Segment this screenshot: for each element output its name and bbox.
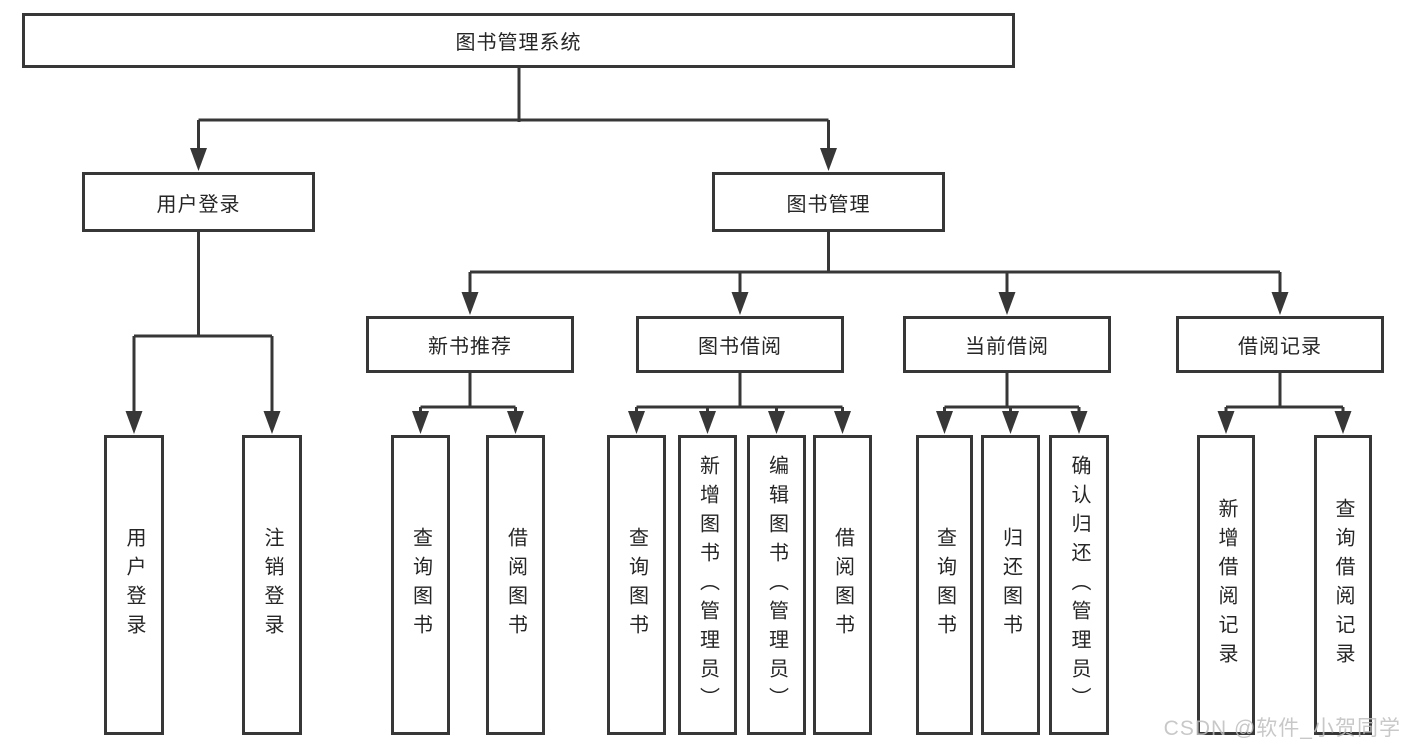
leaf-edit-books-admin: 编辑图书（管理员） — [747, 435, 806, 735]
node-borrowing-records: 借阅记录 — [1176, 316, 1384, 373]
leaf-query-books-2: 查询图书 — [607, 435, 666, 735]
leaf-query-borrow-record: 查询借阅记录 — [1314, 435, 1372, 735]
node-label: 当前借阅 — [965, 336, 1049, 358]
leaf-return-books: 归还图书 — [981, 435, 1040, 735]
leaf-user-login: 用户登录 — [104, 435, 164, 735]
node-label: 用户登录 — [156, 193, 241, 216]
leaf-label: 新增借阅记录 — [1215, 498, 1237, 672]
leaf-query-books-1: 查询图书 — [391, 435, 450, 735]
leaf-label: 注销登录 — [261, 527, 283, 643]
leaf-label: 查询图书 — [933, 527, 956, 643]
arrowheads — [125, 148, 1352, 434]
leaf-label: 新增图书（管理员） — [696, 454, 719, 716]
leaf-label: 查询图书 — [409, 527, 432, 643]
leaf-label: 借阅图书 — [831, 527, 854, 643]
node-current-borrowing: 当前借阅 — [903, 316, 1111, 373]
leaf-label: 用户登录 — [123, 527, 145, 643]
node-label: 借阅记录 — [1238, 336, 1322, 358]
node-label: 图书管理 — [786, 193, 871, 216]
node-label: 新书推荐 — [428, 336, 512, 358]
node-root-system: 图书管理系统 — [22, 13, 1015, 68]
leaf-label: 查询借阅记录 — [1332, 498, 1354, 672]
leaf-label: 确认归还（管理员） — [1068, 454, 1090, 716]
leaf-add-borrow-record: 新增借阅记录 — [1197, 435, 1255, 735]
leaf-label: 归还图书 — [999, 527, 1022, 643]
leaf-confirm-return-admin: 确认归还（管理员） — [1049, 435, 1109, 735]
leaf-label: 编辑图书（管理员） — [765, 454, 788, 716]
node-label: 图书管理系统 — [455, 32, 582, 54]
node-label: 图书借阅 — [698, 336, 782, 358]
node-new-book-recommend: 新书推荐 — [366, 316, 574, 373]
node-book-borrowing: 图书借阅 — [636, 316, 844, 373]
node-book-management: 图书管理 — [712, 172, 945, 232]
leaf-add-books-admin: 新增图书（管理员） — [678, 435, 737, 735]
leaf-label: 查询图书 — [625, 527, 648, 643]
leaf-borrow-books-2: 借阅图书 — [813, 435, 872, 735]
leaf-logout: 注销登录 — [242, 435, 302, 735]
node-user-login: 用户登录 — [82, 172, 315, 232]
leaf-borrow-books-1: 借阅图书 — [486, 435, 545, 735]
leaf-label: 借阅图书 — [504, 527, 527, 643]
leaf-query-books-3: 查询图书 — [916, 435, 973, 735]
csdn-watermark: CSDN @软件_小贺同学 — [1163, 717, 1401, 740]
